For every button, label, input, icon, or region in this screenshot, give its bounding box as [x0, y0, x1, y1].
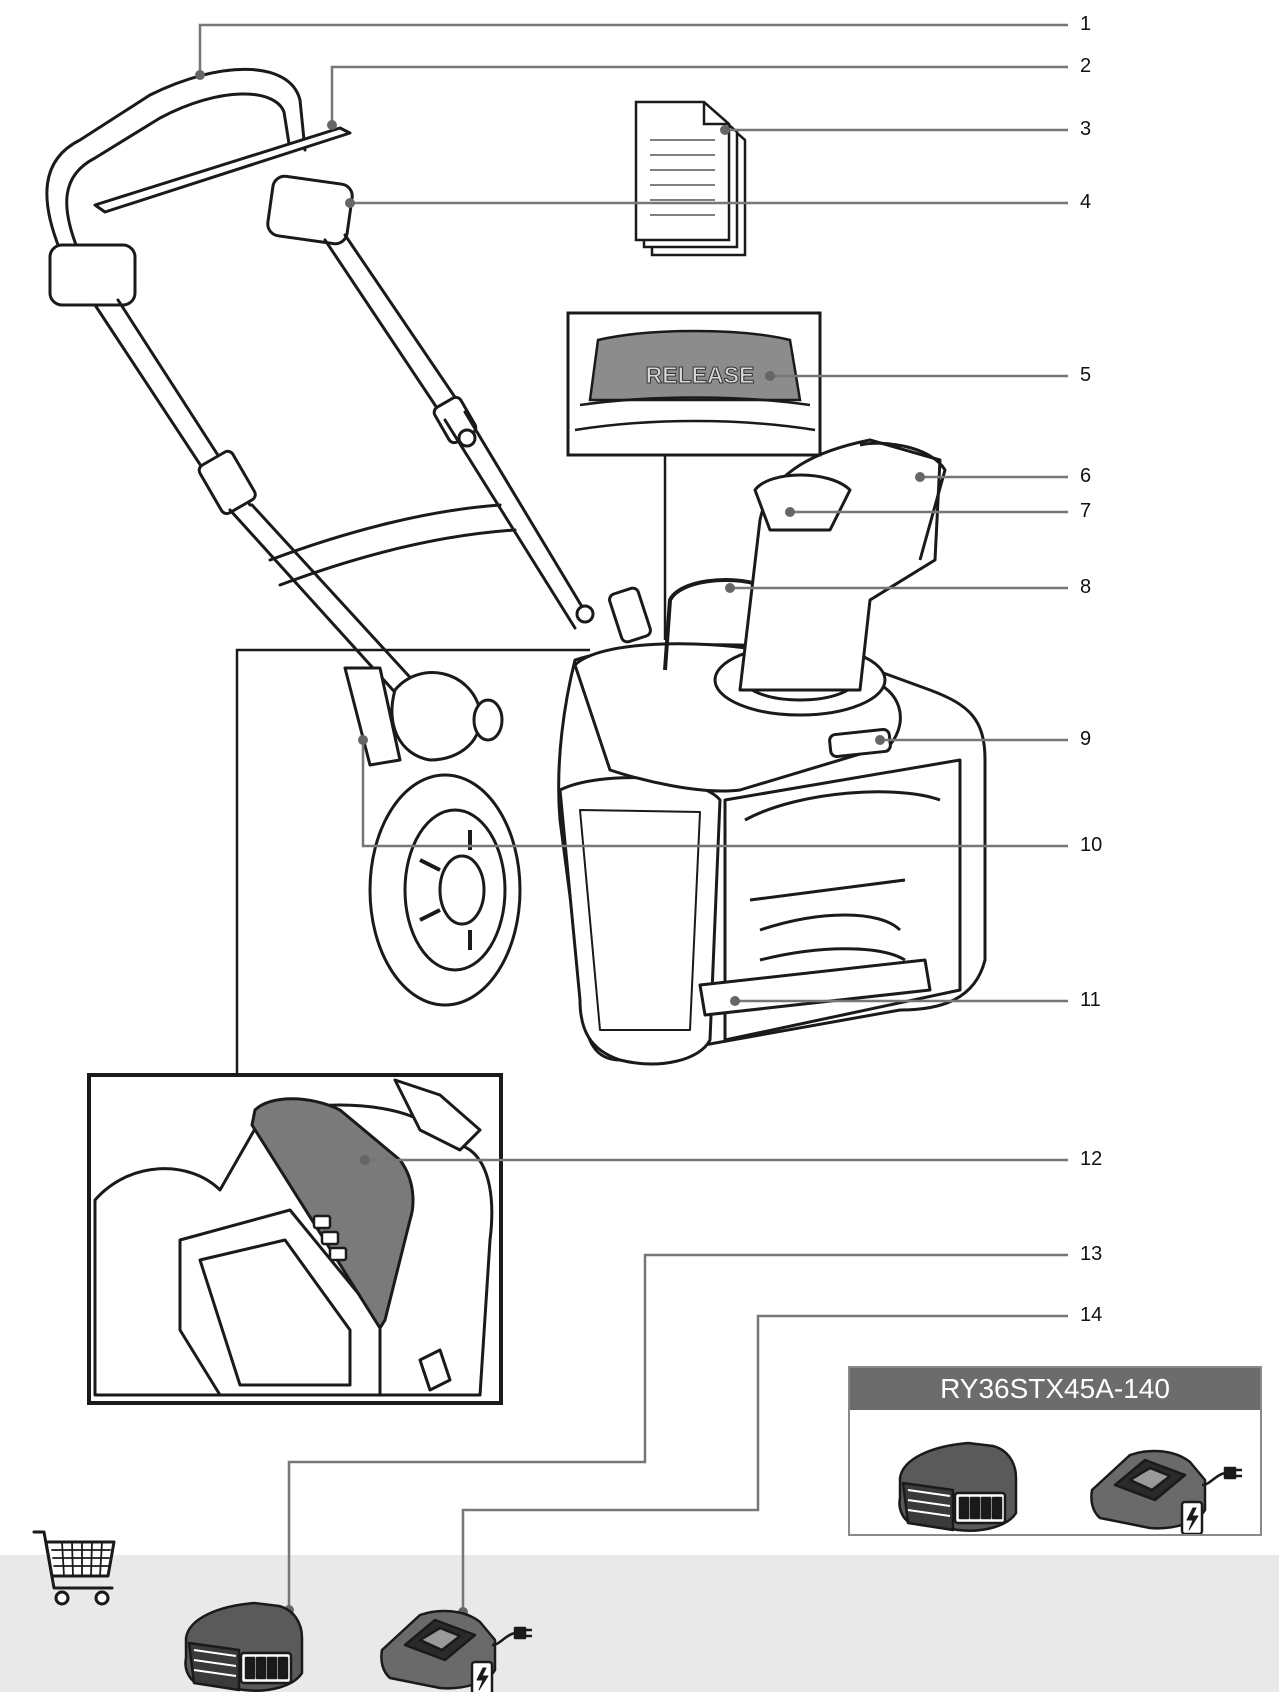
shopping-cart-icon	[32, 1530, 116, 1606]
kit-box: RY36STX45A-140	[848, 1366, 1262, 1536]
callout-10: 10	[1080, 834, 1103, 856]
leader-lines	[198, 23, 1068, 1612]
callout-3: 3	[1080, 118, 1092, 140]
callout-8: 8	[1080, 576, 1092, 598]
callout-1: 1	[1080, 13, 1092, 35]
callout-5: 5	[1080, 364, 1092, 386]
handle-assembly	[45, 67, 595, 767]
callout-6: 6	[1080, 465, 1092, 487]
manual-documents	[634, 100, 747, 257]
charger-icon	[380, 1609, 532, 1692]
callout-4: 4	[1080, 191, 1092, 213]
callout-7: 7	[1080, 500, 1092, 522]
callout-12: 12	[1080, 1148, 1103, 1170]
battery-icon	[184, 1601, 304, 1692]
callout-2: 2	[1080, 55, 1092, 77]
model-number: RY36STX45A-140	[850, 1368, 1260, 1410]
callout-13: 13	[1080, 1243, 1103, 1265]
snow-thrower-body	[368, 438, 987, 1066]
release-label: RELEASE	[645, 362, 755, 389]
callout-14: 14	[1080, 1304, 1103, 1326]
battery-icon	[898, 1441, 1018, 1532]
charger-icon	[1090, 1449, 1242, 1536]
battery-compartment-inset	[87, 648, 590, 1405]
callout-11: 11	[1080, 989, 1101, 1011]
release-inset	[566, 311, 822, 640]
callout-9: 9	[1080, 728, 1092, 750]
